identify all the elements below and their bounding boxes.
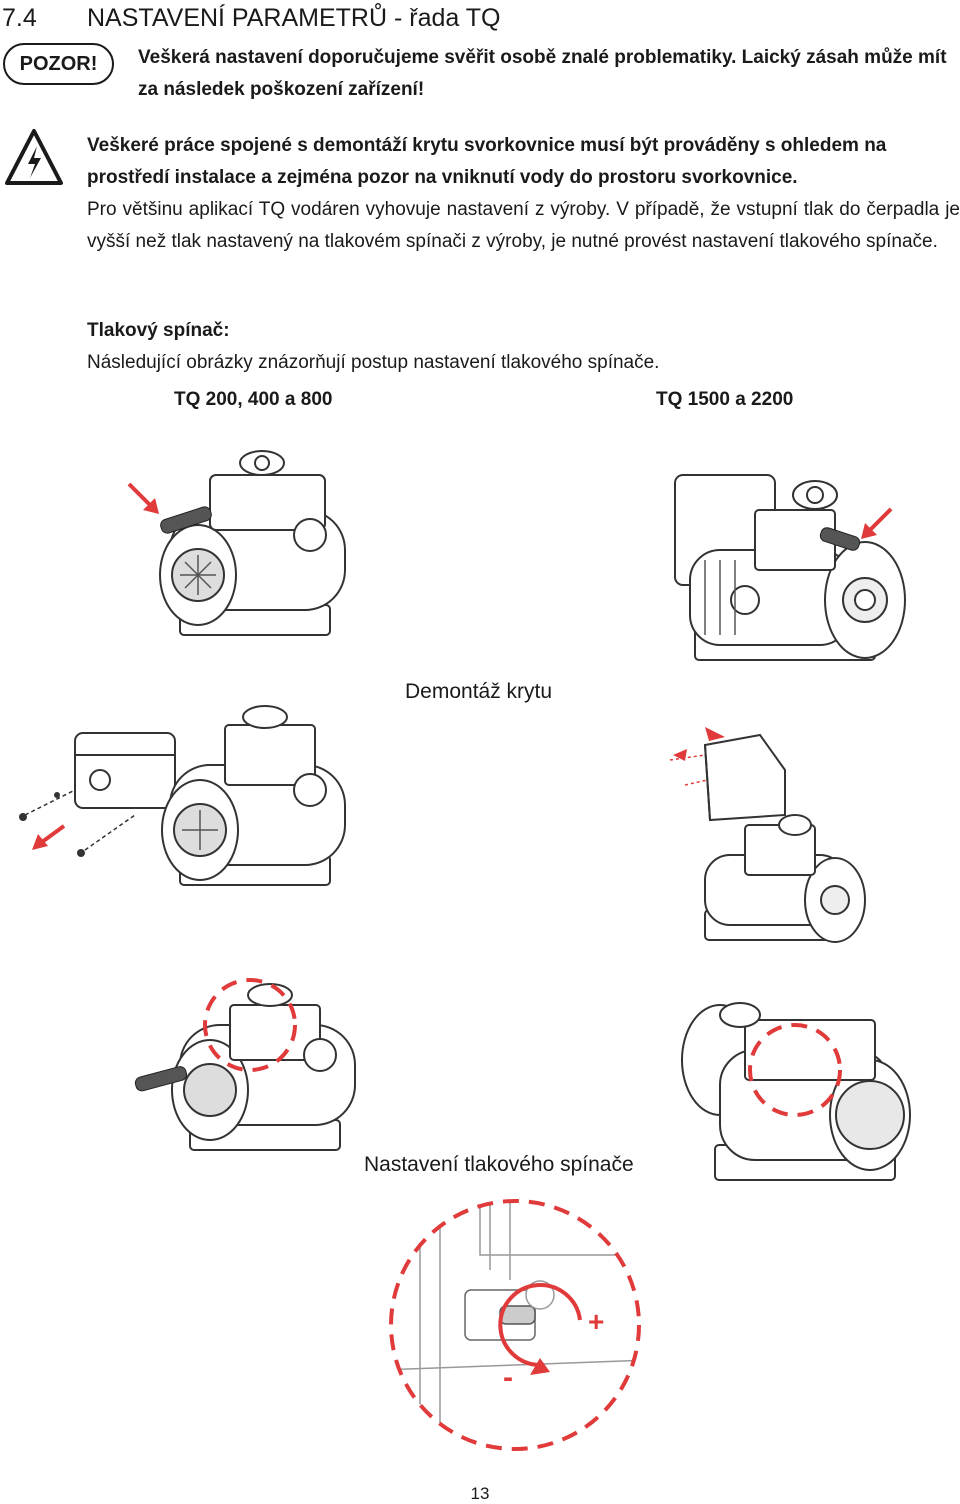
column-heading-left: TQ 200, 400 a 800 bbox=[174, 389, 333, 410]
pump-large-cover-removed-illustration bbox=[669, 727, 866, 943]
red-arrow-icon bbox=[127, 482, 159, 514]
caption-switch-setting: Nastavení tlakového spínače bbox=[364, 1153, 634, 1176]
pump-large-illustration bbox=[674, 474, 906, 661]
pump-small-switch-detail-illustration bbox=[134, 978, 356, 1151]
pump-large-switch-detail-illustration bbox=[681, 1002, 911, 1181]
page-number: 13 bbox=[470, 1484, 490, 1503]
decrease-sign: - bbox=[503, 1361, 513, 1394]
caption-cover-removal: Demontáž krytu bbox=[405, 680, 553, 703]
section-title: NASTAVENÍ PARAMETRŮ - řada TQ bbox=[87, 4, 501, 32]
increase-sign: + bbox=[588, 1306, 605, 1337]
electric-hazard-icon bbox=[5, 129, 63, 185]
switch-adjustment-detail-illustration bbox=[389, 1199, 641, 1451]
pressure-switch-heading: Tlakový spínač: bbox=[87, 320, 230, 341]
pump-small-illustration bbox=[159, 450, 346, 636]
pressure-switch-text: Následující obrázky znázorňují postup na… bbox=[87, 352, 660, 373]
red-arrow-icon bbox=[861, 507, 893, 539]
column-heading-right: TQ 1500 a 2200 bbox=[656, 389, 794, 410]
section-number: 7.4 bbox=[2, 4, 37, 32]
safety-text: Veškeré práce spojené s demontáží krytu … bbox=[87, 135, 887, 188]
red-arrow-icon bbox=[32, 824, 66, 850]
body-text: Pro většinu aplikací TQ vodáren vyhovuje… bbox=[87, 199, 960, 252]
warning-badge: POZOR! bbox=[3, 43, 114, 85]
pump-small-cover-removed-illustration bbox=[19, 705, 346, 886]
warning-text: Veškerá nastavení doporučujeme svěřit os… bbox=[138, 47, 947, 100]
